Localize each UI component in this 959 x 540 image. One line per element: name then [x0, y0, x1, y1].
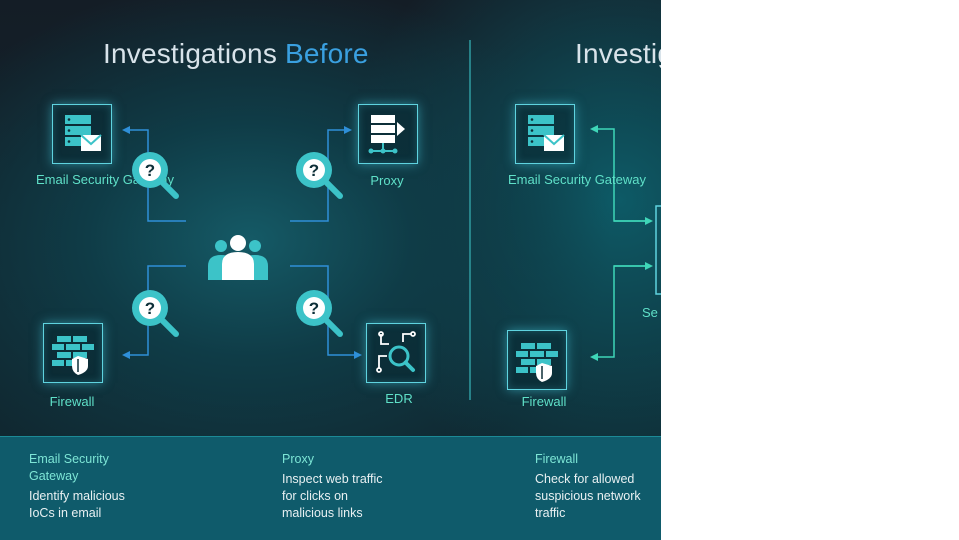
description-body: Check for allowed suspicious network tra…	[535, 472, 641, 520]
diagram-panel: Investigations Before Investig	[0, 0, 661, 540]
proxy-node	[358, 104, 418, 164]
description-bar: Email Security Gateway Identify maliciou…	[0, 436, 661, 540]
description-email-gateway: Email Security Gateway Identify maliciou…	[29, 451, 229, 522]
right-email-gateway-label: Email Security Gateway	[508, 172, 646, 187]
proxy-server-icon	[368, 115, 405, 154]
description-heading: Email Security Gateway	[29, 452, 109, 483]
svg-text:?: ?	[145, 299, 155, 318]
users-group-icon	[206, 234, 270, 282]
after-title-partial: Investig	[575, 38, 661, 69]
description-body: Inspect web traffic for clicks on malici…	[282, 472, 383, 520]
firewall-icon	[516, 343, 558, 382]
question-magnifier-icon: ?	[128, 148, 182, 202]
description-heading: Proxy	[282, 452, 314, 466]
right-firewall-node	[507, 330, 567, 390]
email-server-icon	[65, 115, 102, 151]
email-gateway-label: Email Security Gateway	[36, 172, 174, 187]
description-firewall: Firewall Check for allowed suspicious ne…	[535, 451, 661, 522]
description-body: Identify malicious IoCs in email	[29, 489, 125, 520]
right-partial-label: Se	[642, 305, 658, 320]
edr-node	[366, 323, 426, 383]
right-email-gateway-node	[515, 104, 575, 164]
edr-label: EDR	[385, 391, 413, 406]
firewall-icon	[52, 336, 94, 375]
right-firewall-label: Firewall	[521, 394, 567, 409]
svg-text:?: ?	[309, 161, 319, 180]
proxy-label: Proxy	[370, 173, 404, 188]
email-server-icon	[528, 115, 565, 151]
before-title: Investigations Before	[103, 38, 369, 69]
question-magnifier-icon: ?	[292, 286, 346, 340]
section-divider	[469, 40, 471, 400]
question-magnifier-icon: ?	[128, 286, 182, 340]
description-heading: Firewall	[535, 452, 579, 466]
description-proxy: Proxy Inspect web traffic for clicks on …	[282, 451, 482, 522]
svg-text:?: ?	[145, 161, 155, 180]
question-magnifier-icon: ?	[292, 148, 346, 202]
edr-search-icon	[376, 331, 416, 373]
firewall-label: Firewall	[49, 394, 95, 409]
email-gateway-node	[52, 104, 112, 164]
firewall-node	[43, 323, 103, 383]
svg-text:?: ?	[309, 299, 319, 318]
